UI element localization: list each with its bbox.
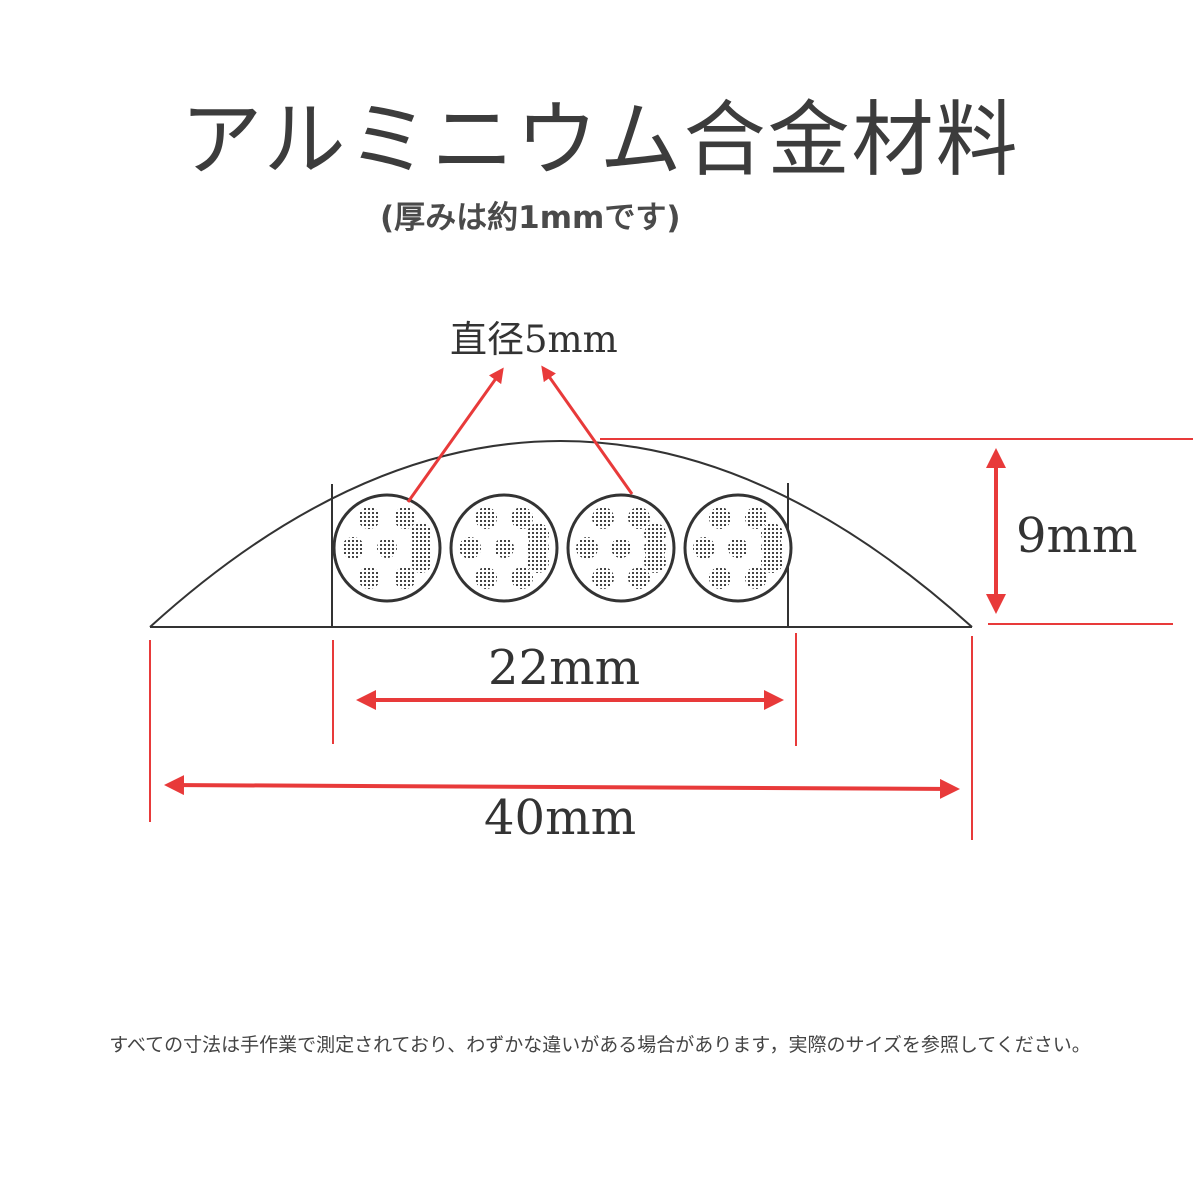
reflector-bead bbox=[358, 567, 380, 589]
total-width-dimension-arrow bbox=[164, 775, 960, 799]
reflector-bead bbox=[761, 523, 783, 545]
page-title: アルミニウム合金材料 bbox=[180, 93, 1020, 188]
inner-width-label: 22mm bbox=[488, 640, 640, 696]
reflector-bead bbox=[745, 507, 767, 529]
reflector-bead bbox=[475, 567, 497, 589]
reflector-disc bbox=[449, 493, 559, 603]
reflector-bead bbox=[459, 537, 481, 559]
reflector-disc bbox=[566, 493, 676, 603]
reflector-disc bbox=[332, 493, 442, 603]
reflector-bead bbox=[394, 567, 416, 589]
reflector-bead bbox=[761, 551, 783, 573]
reflector-bead bbox=[709, 507, 731, 529]
reflector-bead bbox=[592, 567, 614, 589]
reflector-bead bbox=[728, 538, 748, 558]
diameter-leader-right bbox=[541, 365, 634, 495]
thickness-note: (厚みは約1mmです) bbox=[380, 200, 681, 236]
reflector-bead bbox=[377, 538, 397, 558]
reflector-bead bbox=[709, 567, 731, 589]
reflector-bead bbox=[511, 507, 533, 529]
height-dimension-label: 9mm bbox=[1016, 508, 1138, 564]
reflector-bead bbox=[527, 523, 549, 545]
reflector-bead bbox=[644, 523, 666, 545]
hole-diameter-label: 直径5mm bbox=[450, 318, 618, 361]
reflector-bead bbox=[410, 551, 432, 573]
reflector-bead bbox=[342, 537, 364, 559]
bump-profile bbox=[149, 440, 973, 628]
reflector-bead bbox=[628, 567, 650, 589]
reflector-bead bbox=[394, 507, 416, 529]
reflector-bead bbox=[628, 507, 650, 529]
bump-arc-outline bbox=[149, 440, 973, 628]
reflector-bead bbox=[410, 523, 432, 545]
reflector-disc bbox=[683, 493, 793, 603]
reflector-bead bbox=[745, 567, 767, 589]
measurement-disclaimer: すべての寸法は手作業で測定されており、わずかな違いがある場合があります，実際のサ… bbox=[109, 1034, 1091, 1056]
reflector-bead bbox=[358, 507, 380, 529]
reflector-bead bbox=[592, 507, 614, 529]
diameter-leader-left bbox=[406, 367, 504, 503]
reflector-bead bbox=[644, 551, 666, 573]
reflector-bead bbox=[693, 537, 715, 559]
reflector-bead bbox=[611, 538, 631, 558]
reflector-bead bbox=[576, 537, 598, 559]
reflector-bead bbox=[494, 538, 514, 558]
reflector-group bbox=[332, 493, 793, 603]
reflector-bead bbox=[475, 507, 497, 529]
total-width-label: 40mm bbox=[484, 790, 636, 846]
reflector-bead bbox=[511, 567, 533, 589]
reflector-bead bbox=[527, 551, 549, 573]
